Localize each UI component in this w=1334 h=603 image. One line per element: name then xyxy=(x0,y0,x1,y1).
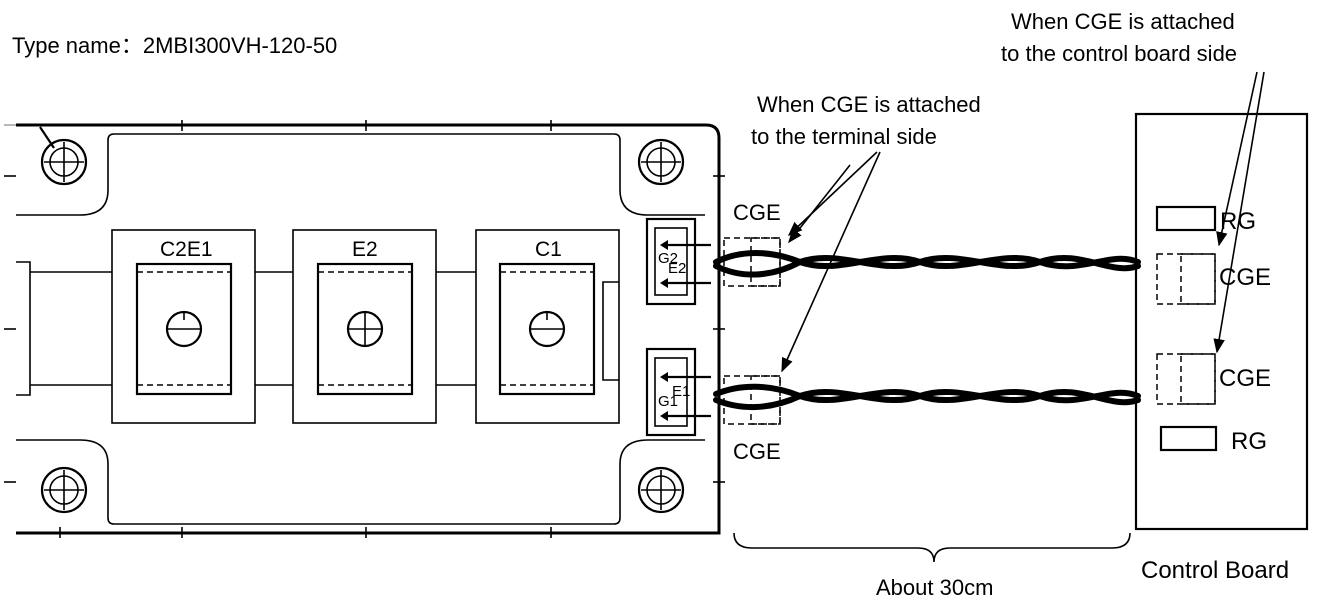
mounting-hole-bottom-right xyxy=(637,466,685,514)
mounting-hole-bottom-left xyxy=(40,466,88,514)
terminal-e2: E2 xyxy=(316,238,414,396)
terminal-c2e1: C2E1 xyxy=(135,238,233,396)
type-name-label: Type name：2MBI300VH-120-50 xyxy=(12,33,337,58)
arrow-control-to-cge-bottom xyxy=(1213,71,1265,354)
gate-top-g2-label: G2 xyxy=(658,250,678,267)
note-control-side-line2: to the control board side xyxy=(1001,41,1237,66)
control-board: RG CGE CGE RG xyxy=(1134,112,1309,531)
gate-connector-top: G2 E2 xyxy=(645,217,711,306)
gate-bottom-e1-label: E1 xyxy=(672,383,690,400)
board-rg-bottom-label: RG xyxy=(1231,428,1267,455)
mounting-hole-top-right xyxy=(637,138,685,186)
gate-wire-bottom xyxy=(713,383,1141,410)
igbt-module: C2E1 E2 C1 xyxy=(4,120,725,538)
cge-board-box-top xyxy=(1156,253,1216,305)
gate-wire-top xyxy=(713,250,1141,278)
board-cge-top-label: CGE xyxy=(1219,264,1271,291)
arrow-terminal-to-cge-top xyxy=(787,151,878,236)
cge-terminal-box-top xyxy=(723,237,781,287)
gate-top-e2-label: E2 xyxy=(668,260,686,277)
rg-resistor-top xyxy=(1155,205,1217,232)
note-terminal-side-line1: When CGE is attached xyxy=(757,92,981,117)
cge-board-box-bottom xyxy=(1156,353,1216,405)
control-board-label: Control Board xyxy=(1141,557,1289,584)
terminal-e2-label: E2 xyxy=(352,238,378,261)
distance-brace xyxy=(733,532,1131,563)
cge-terminal-box-bottom xyxy=(723,375,781,425)
terminal-c1: C1 xyxy=(498,238,596,396)
mounting-hole-top-left xyxy=(39,126,88,186)
arrow-terminal-to-cge-bottom xyxy=(781,151,881,373)
terminal-c1-label: C1 xyxy=(535,238,562,261)
board-cge-bottom-label: CGE xyxy=(1219,365,1271,392)
distance-label: About 30cm xyxy=(876,575,993,600)
terminal-c2e1-label: C2E1 xyxy=(160,238,213,261)
rg-resistor-bottom xyxy=(1159,425,1218,452)
note-control-side-line1: When CGE is attached xyxy=(1011,9,1235,34)
cge-top-label: CGE xyxy=(733,200,781,225)
note-terminal-side-line2: to the terminal side xyxy=(751,124,937,149)
cge-bottom-label: CGE xyxy=(733,439,781,464)
arrow-control-to-cge-top xyxy=(1216,71,1258,247)
gate-connector-bottom: E1 G1 xyxy=(645,347,711,437)
gate-bottom-g1-label: G1 xyxy=(658,393,678,410)
